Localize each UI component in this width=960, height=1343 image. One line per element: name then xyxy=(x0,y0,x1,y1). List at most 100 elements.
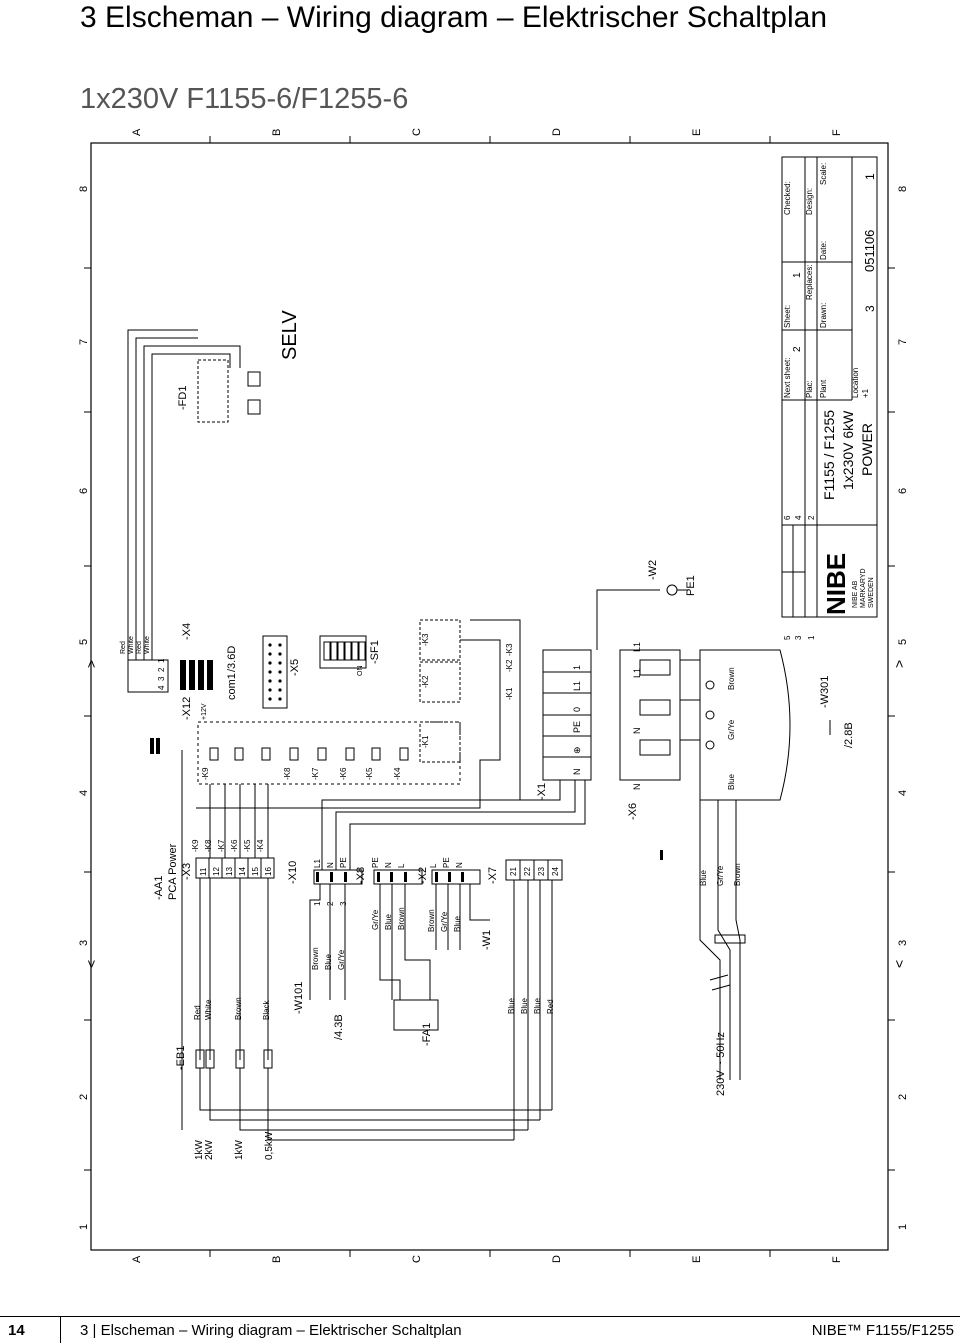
diagram-subtitle: 1x230V F1155-6/F1255-6 xyxy=(80,83,409,115)
fd1-label: -FD1 xyxy=(177,386,189,410)
w101-wire-color: Gr/Ye xyxy=(337,949,346,970)
row-label-right: 1 xyxy=(897,1224,909,1230)
next-sheet-value: 2 xyxy=(792,346,803,352)
x3-label: -X3 xyxy=(181,863,193,880)
w301-label: -W301 xyxy=(819,676,831,708)
k2-label: -K2 xyxy=(421,675,430,688)
wire-lines xyxy=(127,329,831,1141)
relay-x3-label: -K8 xyxy=(204,839,213,852)
revision-3: 3 xyxy=(794,635,803,640)
column-label-top: A xyxy=(131,128,143,136)
row-label-right: 7 xyxy=(897,339,909,345)
scale-label: Scale: xyxy=(819,163,828,185)
x8-terminal-label: L xyxy=(397,863,406,868)
heater-wire-color: Red xyxy=(193,1005,202,1020)
scale-value: 1 xyxy=(863,173,877,180)
relay-x3-label: -K9 xyxy=(191,839,200,852)
footer-brand: NIBE™ F1155/F1255 xyxy=(811,1322,954,1339)
heater-wire-color: Black xyxy=(262,999,271,1020)
ref-2b-label: /2.8B xyxy=(843,722,855,748)
relay-coil-label: -K6 xyxy=(339,767,348,780)
revision-1: 1 xyxy=(807,635,816,640)
x1-terminal-label: PE xyxy=(572,721,582,733)
connector-pins xyxy=(316,850,663,882)
date-label: Date: xyxy=(819,241,828,260)
x1-terminal-label: L1 xyxy=(572,681,582,691)
column-label-bottom: F xyxy=(831,1256,843,1263)
relay-coil-label: -K5 xyxy=(365,767,374,780)
k1-label: -K1 xyxy=(421,735,430,748)
row-label-left: 1 xyxy=(78,1224,90,1230)
drawn-label: Drawn: xyxy=(819,303,828,328)
x2-wire-color: Brown xyxy=(427,909,436,932)
x2-terminal-label: N xyxy=(455,862,464,868)
x2-terminal-label: PE xyxy=(442,857,451,868)
sf1-label: -SF1 xyxy=(369,640,381,664)
revision-5: 5 xyxy=(783,635,792,640)
on-label: ON xyxy=(357,666,364,677)
product-line-2: 1x230V 6kW xyxy=(840,410,856,490)
row-label-left: 2 xyxy=(78,1094,90,1100)
x6-wire-color: Blue xyxy=(727,773,736,790)
sheet-value: 1 xyxy=(792,272,803,278)
location-label: Location xyxy=(851,368,860,398)
x1-terminal-label: 0 xyxy=(572,707,582,712)
row-label-right: 4 xyxy=(897,790,909,796)
relay-coil-label: -K9 xyxy=(201,767,210,780)
x2-terminal-label: L xyxy=(429,863,438,868)
checked-label: Checked: xyxy=(783,181,792,215)
supply-wire-color: Blue xyxy=(699,869,708,886)
x3-terminal-number: 14 xyxy=(238,867,247,876)
w1-label: -W1 xyxy=(481,930,493,950)
plus12v-label: +12V xyxy=(201,703,208,720)
page-footer: 14 3 | Elscheman – Wiring diagram – Elek… xyxy=(0,1316,960,1343)
column-label-bottom: E xyxy=(691,1256,703,1263)
x2-label: -X2 xyxy=(417,867,429,884)
column-label-top: F xyxy=(831,129,843,136)
row-label-right: 5 xyxy=(897,639,909,645)
company-country: SWEDEN xyxy=(868,577,875,608)
x10-pin-number: 1 xyxy=(313,901,322,906)
direction-arrow-top-right: > xyxy=(891,660,907,668)
k1-contact-label: -K1 xyxy=(505,687,514,700)
relay-coil-label: -K7 xyxy=(311,767,320,780)
x6-label: -X6 xyxy=(627,803,639,820)
row-label-right: 2 xyxy=(897,1094,909,1100)
x8-terminal-label: PE xyxy=(371,857,380,868)
relay-x3-label: -K6 xyxy=(230,839,239,852)
heater-power-label: 1kW xyxy=(194,1139,205,1160)
supply-wire-color: Brown xyxy=(733,863,742,886)
x1-terminal-label: N xyxy=(572,769,582,776)
x12-label: -X12 xyxy=(181,697,193,720)
x6-terminal-label-lower: L1 xyxy=(632,642,642,652)
x6-terminal-label: N xyxy=(632,784,642,791)
x4-label: -X4 xyxy=(181,623,193,640)
x6-wire-color: Gr/Ye xyxy=(727,719,736,740)
aa1-label: -AA1 xyxy=(153,876,165,900)
plac-label: Plac: xyxy=(805,380,814,398)
heater-wire-color: Brown xyxy=(234,997,243,1020)
revision-6: 6 xyxy=(783,515,792,520)
heater-power-label: 0,5kW xyxy=(264,1131,275,1160)
x10-pin-number: 3 xyxy=(339,901,348,906)
row-label-left: 5 xyxy=(78,639,90,645)
x7-terminal-number: 24 xyxy=(551,867,560,876)
k2-contact-label: -K2 xyxy=(505,659,514,672)
next-sheet-label: Next sheet: xyxy=(783,358,792,398)
footer-section-title: 3 | Elscheman – Wiring diagram – Elektri… xyxy=(80,1322,462,1339)
relay-x3-label: -K7 xyxy=(217,839,226,852)
row-label-left: 4 xyxy=(78,790,90,796)
heater-power-label: 1kW xyxy=(234,1139,245,1160)
x2-wire-color: Gr/Ye xyxy=(440,911,449,932)
relay-coil-label: -K8 xyxy=(283,767,292,780)
x3-terminal-number: 15 xyxy=(251,867,260,876)
x3-terminal-number: 16 xyxy=(264,867,273,876)
date-value: 051106 xyxy=(862,230,877,272)
row-label-left: 8 xyxy=(78,186,90,192)
row-label-right: 6 xyxy=(897,488,909,494)
row-label-right: 8 xyxy=(897,186,909,192)
relay-coil-label: -K4 xyxy=(393,767,402,780)
heater-wire-color: White xyxy=(204,999,213,1020)
column-label-top: C xyxy=(411,128,423,136)
revision-2: 2 xyxy=(807,515,816,520)
